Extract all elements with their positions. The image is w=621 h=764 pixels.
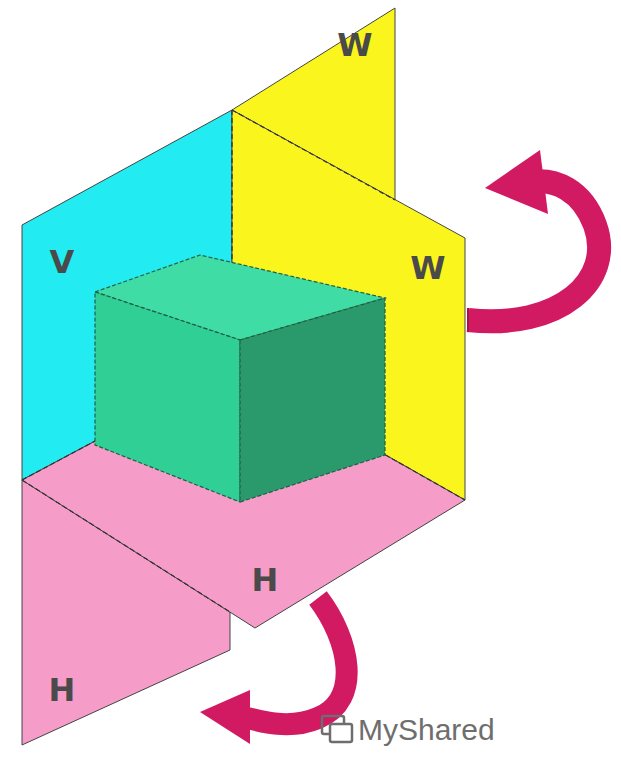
cube: [95, 255, 385, 502]
rotation-arrow: [468, 150, 599, 332]
watermark: MyShared: [358, 715, 495, 745]
plane-name: H: [49, 674, 76, 706]
plane-name: W: [337, 29, 372, 61]
watermark-icon: [322, 716, 352, 742]
fold-axes: [22, 110, 465, 612]
plane-name: V: [50, 246, 75, 278]
rotation-arrow: [200, 598, 347, 744]
plane-name: H: [252, 564, 279, 596]
plane-name: W: [410, 252, 445, 284]
